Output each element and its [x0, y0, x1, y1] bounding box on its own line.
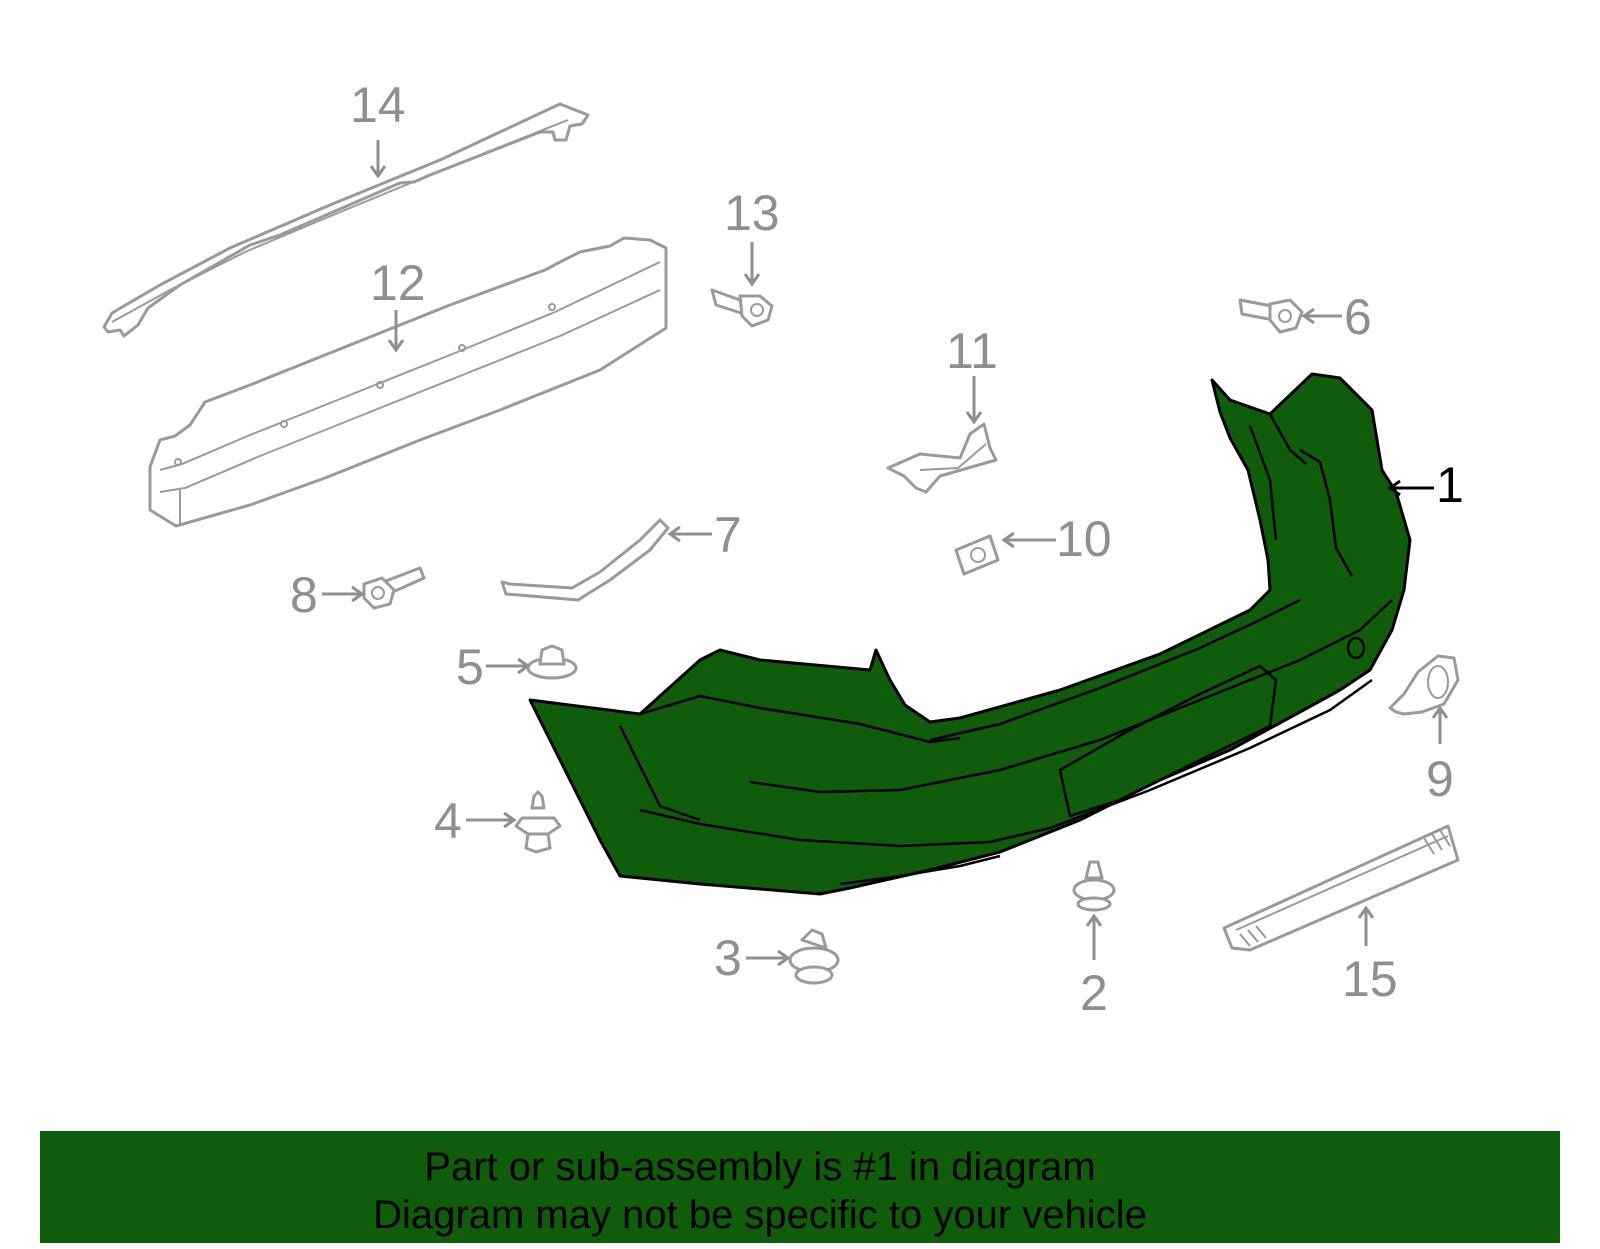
callout-10: 10: [1056, 511, 1112, 567]
callout-12: 12: [370, 255, 426, 311]
part-11-bracket: [886, 422, 998, 494]
callout-5: 5: [456, 639, 484, 695]
part-6-bolt: [1238, 298, 1304, 334]
part-13-bolt: [710, 288, 774, 328]
callout-9: 9: [1426, 751, 1454, 807]
part-1-bumper-cover: [528, 372, 1412, 896]
part-3-push-pin: [788, 928, 840, 985]
callout-2: 2: [1080, 965, 1108, 1021]
callout-15: 15: [1342, 951, 1398, 1007]
callout-8: 8: [290, 567, 318, 623]
leader-lines: [322, 140, 1449, 967]
part-7-trim-strip: [500, 518, 670, 602]
part-9-bezel: [1388, 654, 1460, 716]
banner-line-1: Part or sub-assembly is #1 in diagram: [424, 1145, 1096, 1189]
part-4-push-pin: [514, 790, 562, 854]
callout-7: 7: [714, 507, 742, 563]
callout-1: 1: [1436, 457, 1464, 513]
callout-4: 4: [434, 793, 462, 849]
callout-3: 3: [714, 930, 742, 986]
part-10-nut-clip: [954, 534, 1000, 576]
part-2-push-pin: [1072, 860, 1116, 912]
callout-13: 13: [724, 185, 780, 241]
part-15-reflector: [1222, 824, 1460, 952]
callout-14: 14: [350, 77, 406, 133]
callout-11: 11: [946, 323, 998, 379]
banner-line-2: Diagram may not be specific to your vehi…: [373, 1193, 1147, 1237]
callout-6: 6: [1344, 289, 1372, 345]
part-5-push-pin: [526, 644, 578, 680]
part-8-bolt: [362, 566, 426, 610]
disclaimer-banner: Part or sub-assembly is #1 in diagram Di…: [40, 1131, 1560, 1243]
part-14-reinforcement-strip: [102, 102, 590, 338]
callout-labels: 1 2 3 4 5 6 7 8 9 10 11 12 13 14 15: [290, 77, 1464, 1021]
part-12-bumper-beam: [148, 236, 668, 528]
